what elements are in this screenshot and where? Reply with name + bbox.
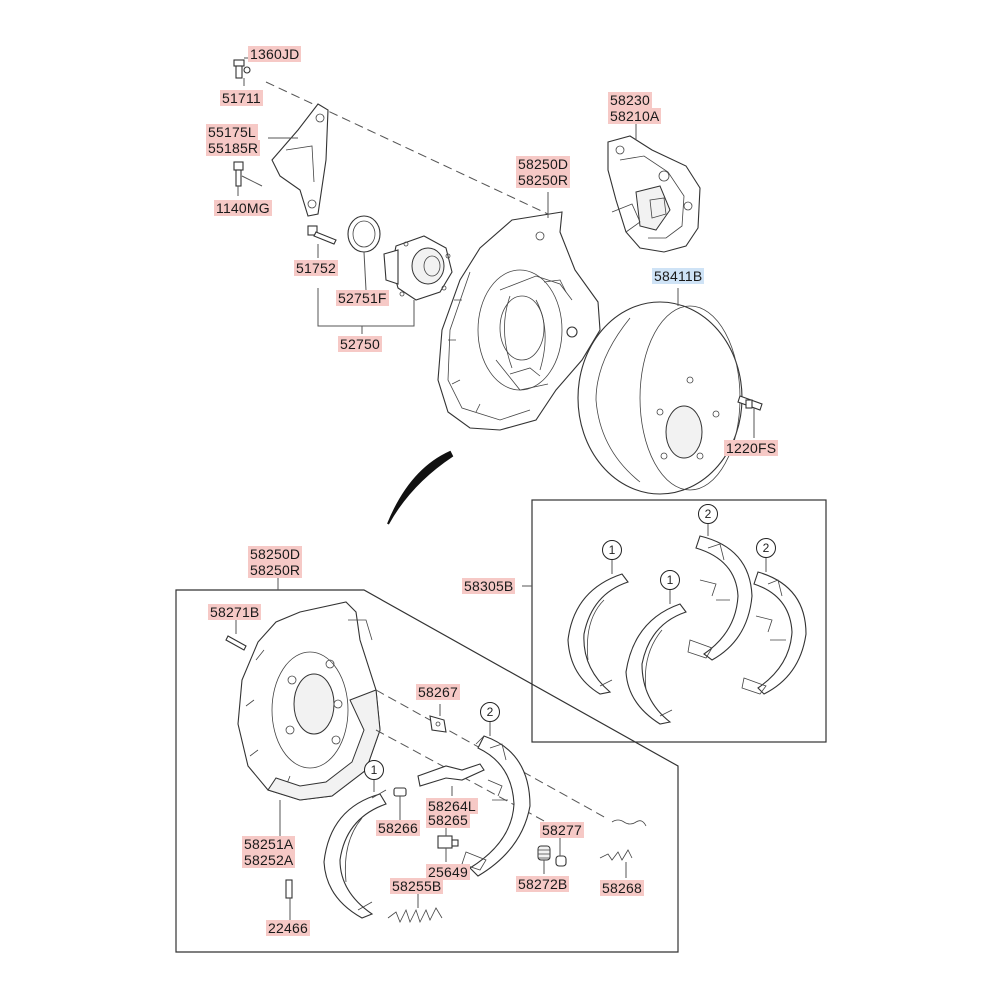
bolt-1220FS [737,395,763,411]
brake-shoe-lower-1 [323,789,387,919]
pin-22466 [285,879,293,899]
label-1140MG[interactable]: 1140MG [214,200,272,216]
backing-plate-bottom [237,601,381,801]
brake-shoe-lower-2 [461,735,531,877]
label-58268[interactable]: 58268 [600,880,644,896]
label-58271B[interactable]: 58271B [208,604,262,620]
label-58265[interactable]: 58265 [426,812,470,828]
label-58250R-bottom[interactable]: 58250R [248,562,303,578]
label-58251A[interactable]: 58251A [242,836,296,852]
label-52751F[interactable]: 52751F [336,290,389,306]
callout-2-box-left: 2 [698,504,718,524]
callout-1-box-middle: 1 [660,570,680,590]
brake-shoe-2b [741,571,807,695]
bolt-51711 [233,59,251,79]
cap-58277 [555,855,567,867]
label-25649[interactable]: 25649 [426,864,470,880]
brake-shoe-1b [625,603,687,725]
pin-58266 [393,787,407,797]
label-58411B[interactable]: 58411B [652,268,705,284]
callout-2-box-right: 2 [756,538,776,558]
spring-58268 [599,819,647,861]
screw-58271B [225,635,247,651]
backing-plate-top [437,211,601,431]
label-58210A[interactable]: 58210A [608,108,662,124]
label-55175L[interactable]: 55175L [206,124,258,140]
label-55185R[interactable]: 55185R [206,140,261,156]
label-58255B[interactable]: 58255B [390,878,444,894]
label-58266[interactable]: 58266 [376,820,420,836]
clip-58267 [429,715,447,733]
strut-58264L [417,763,485,787]
label-58230[interactable]: 58230 [608,92,652,108]
brake-disc-58411B [577,301,743,495]
label-58250D-top[interactable]: 58250D [516,156,571,172]
label-58264L[interactable]: 58264L [426,798,478,814]
brake-shoe-1a [567,573,629,695]
bolt-51752 [307,225,337,245]
label-58277[interactable]: 58277 [540,822,584,838]
label-52750[interactable]: 52750 [338,336,382,352]
label-58267[interactable]: 58267 [416,684,460,700]
adjuster-25649 [437,835,459,849]
spring-58255B [387,907,443,924]
callout-2-lower: 2 [480,702,500,722]
hub-bearing-52750 [383,235,453,301]
dust-shield-58251A [267,689,381,801]
label-58250R-top[interactable]: 58250R [516,172,571,188]
label-1220FS[interactable]: 1220FS [724,440,779,456]
label-51752[interactable]: 51752 [294,260,338,276]
label-51711[interactable]: 51711 [220,90,263,106]
label-22466[interactable]: 22466 [266,920,310,936]
bolt-1140MG [233,161,244,187]
shoe-kit-box [531,499,827,743]
label-58305B[interactable]: 58305B [462,578,516,594]
label-58272B[interactable]: 58272B [516,876,570,892]
label-1360JD[interactable]: 1360JD [248,46,302,62]
spring-58272B [537,845,551,861]
callout-1-box-left: 1 [602,540,622,560]
brake-shoe-2a [687,535,753,661]
callout-1-lower: 1 [364,760,384,780]
bracket-55175L [271,103,329,217]
direction-arrow [387,450,454,525]
snap-ring-52751F [347,215,381,253]
label-58252A[interactable]: 58252A [242,852,296,868]
lower-assembly-box [175,589,679,953]
label-58250D-bottom[interactable]: 58250D [248,546,303,562]
caliper-58230 [607,135,701,253]
